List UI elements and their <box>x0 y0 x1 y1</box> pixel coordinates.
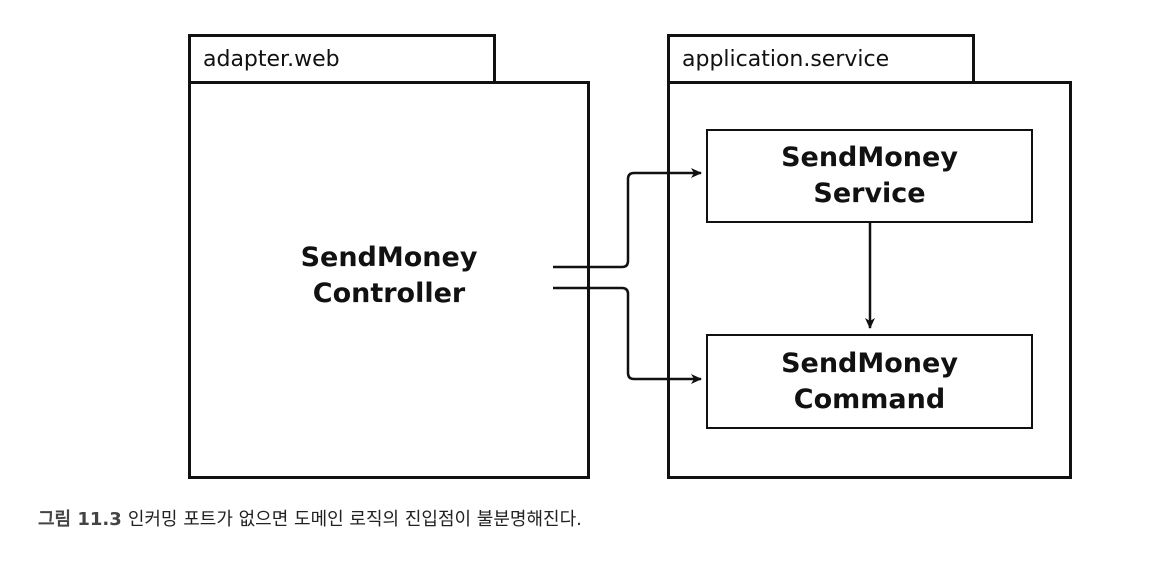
figure-caption-text: 인커밍 포트가 없으면 도메인 로직의 진입점이 불분명해진다. <box>127 509 582 530</box>
application-service-package-tab: application.service <box>667 34 975 84</box>
sendmoney-service-node: SendMoney Service <box>706 129 1033 223</box>
figure-number: 그림 11.3 <box>38 509 122 530</box>
sendmoney-command-node: SendMoney Command <box>706 334 1033 429</box>
service-label-line2: Service <box>813 178 926 209</box>
adapter-web-package <box>188 81 590 479</box>
controller-label-line2: Controller <box>312 278 466 309</box>
application-service-package-name: application.service <box>682 47 890 72</box>
command-label-line1: SendMoney <box>781 347 958 379</box>
adapter-web-package-name: adapter.web <box>203 47 340 72</box>
adapter-web-package-tab: adapter.web <box>188 34 496 84</box>
sendmoney-controller-node: SendMoney Controller <box>188 240 590 312</box>
command-label-line2: Command <box>793 383 946 415</box>
controller-label-line1: SendMoney <box>300 242 478 273</box>
service-label-line1: SendMoney <box>781 142 958 173</box>
